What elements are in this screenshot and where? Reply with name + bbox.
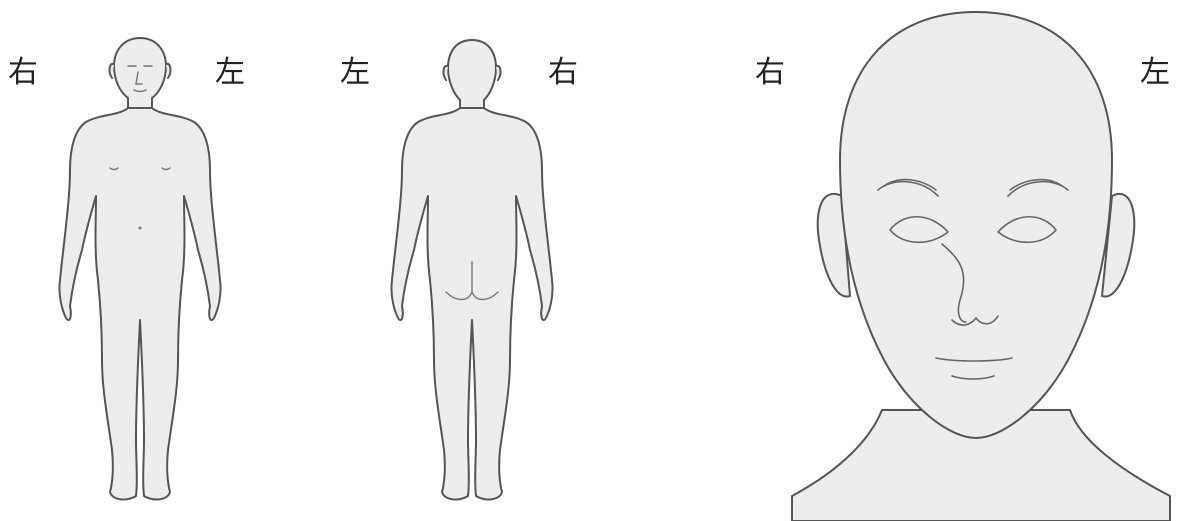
front-body-figure — [40, 0, 240, 521]
back-body — [391, 108, 552, 499]
front-body — [59, 108, 220, 499]
front-right-label: 右 — [8, 58, 38, 88]
back-body-figure — [372, 0, 572, 521]
back-left-label: 左 — [340, 58, 370, 88]
face-head-figure — [780, 0, 1177, 521]
head — [840, 12, 1112, 438]
back-head — [448, 40, 496, 112]
front-head — [114, 38, 166, 112]
